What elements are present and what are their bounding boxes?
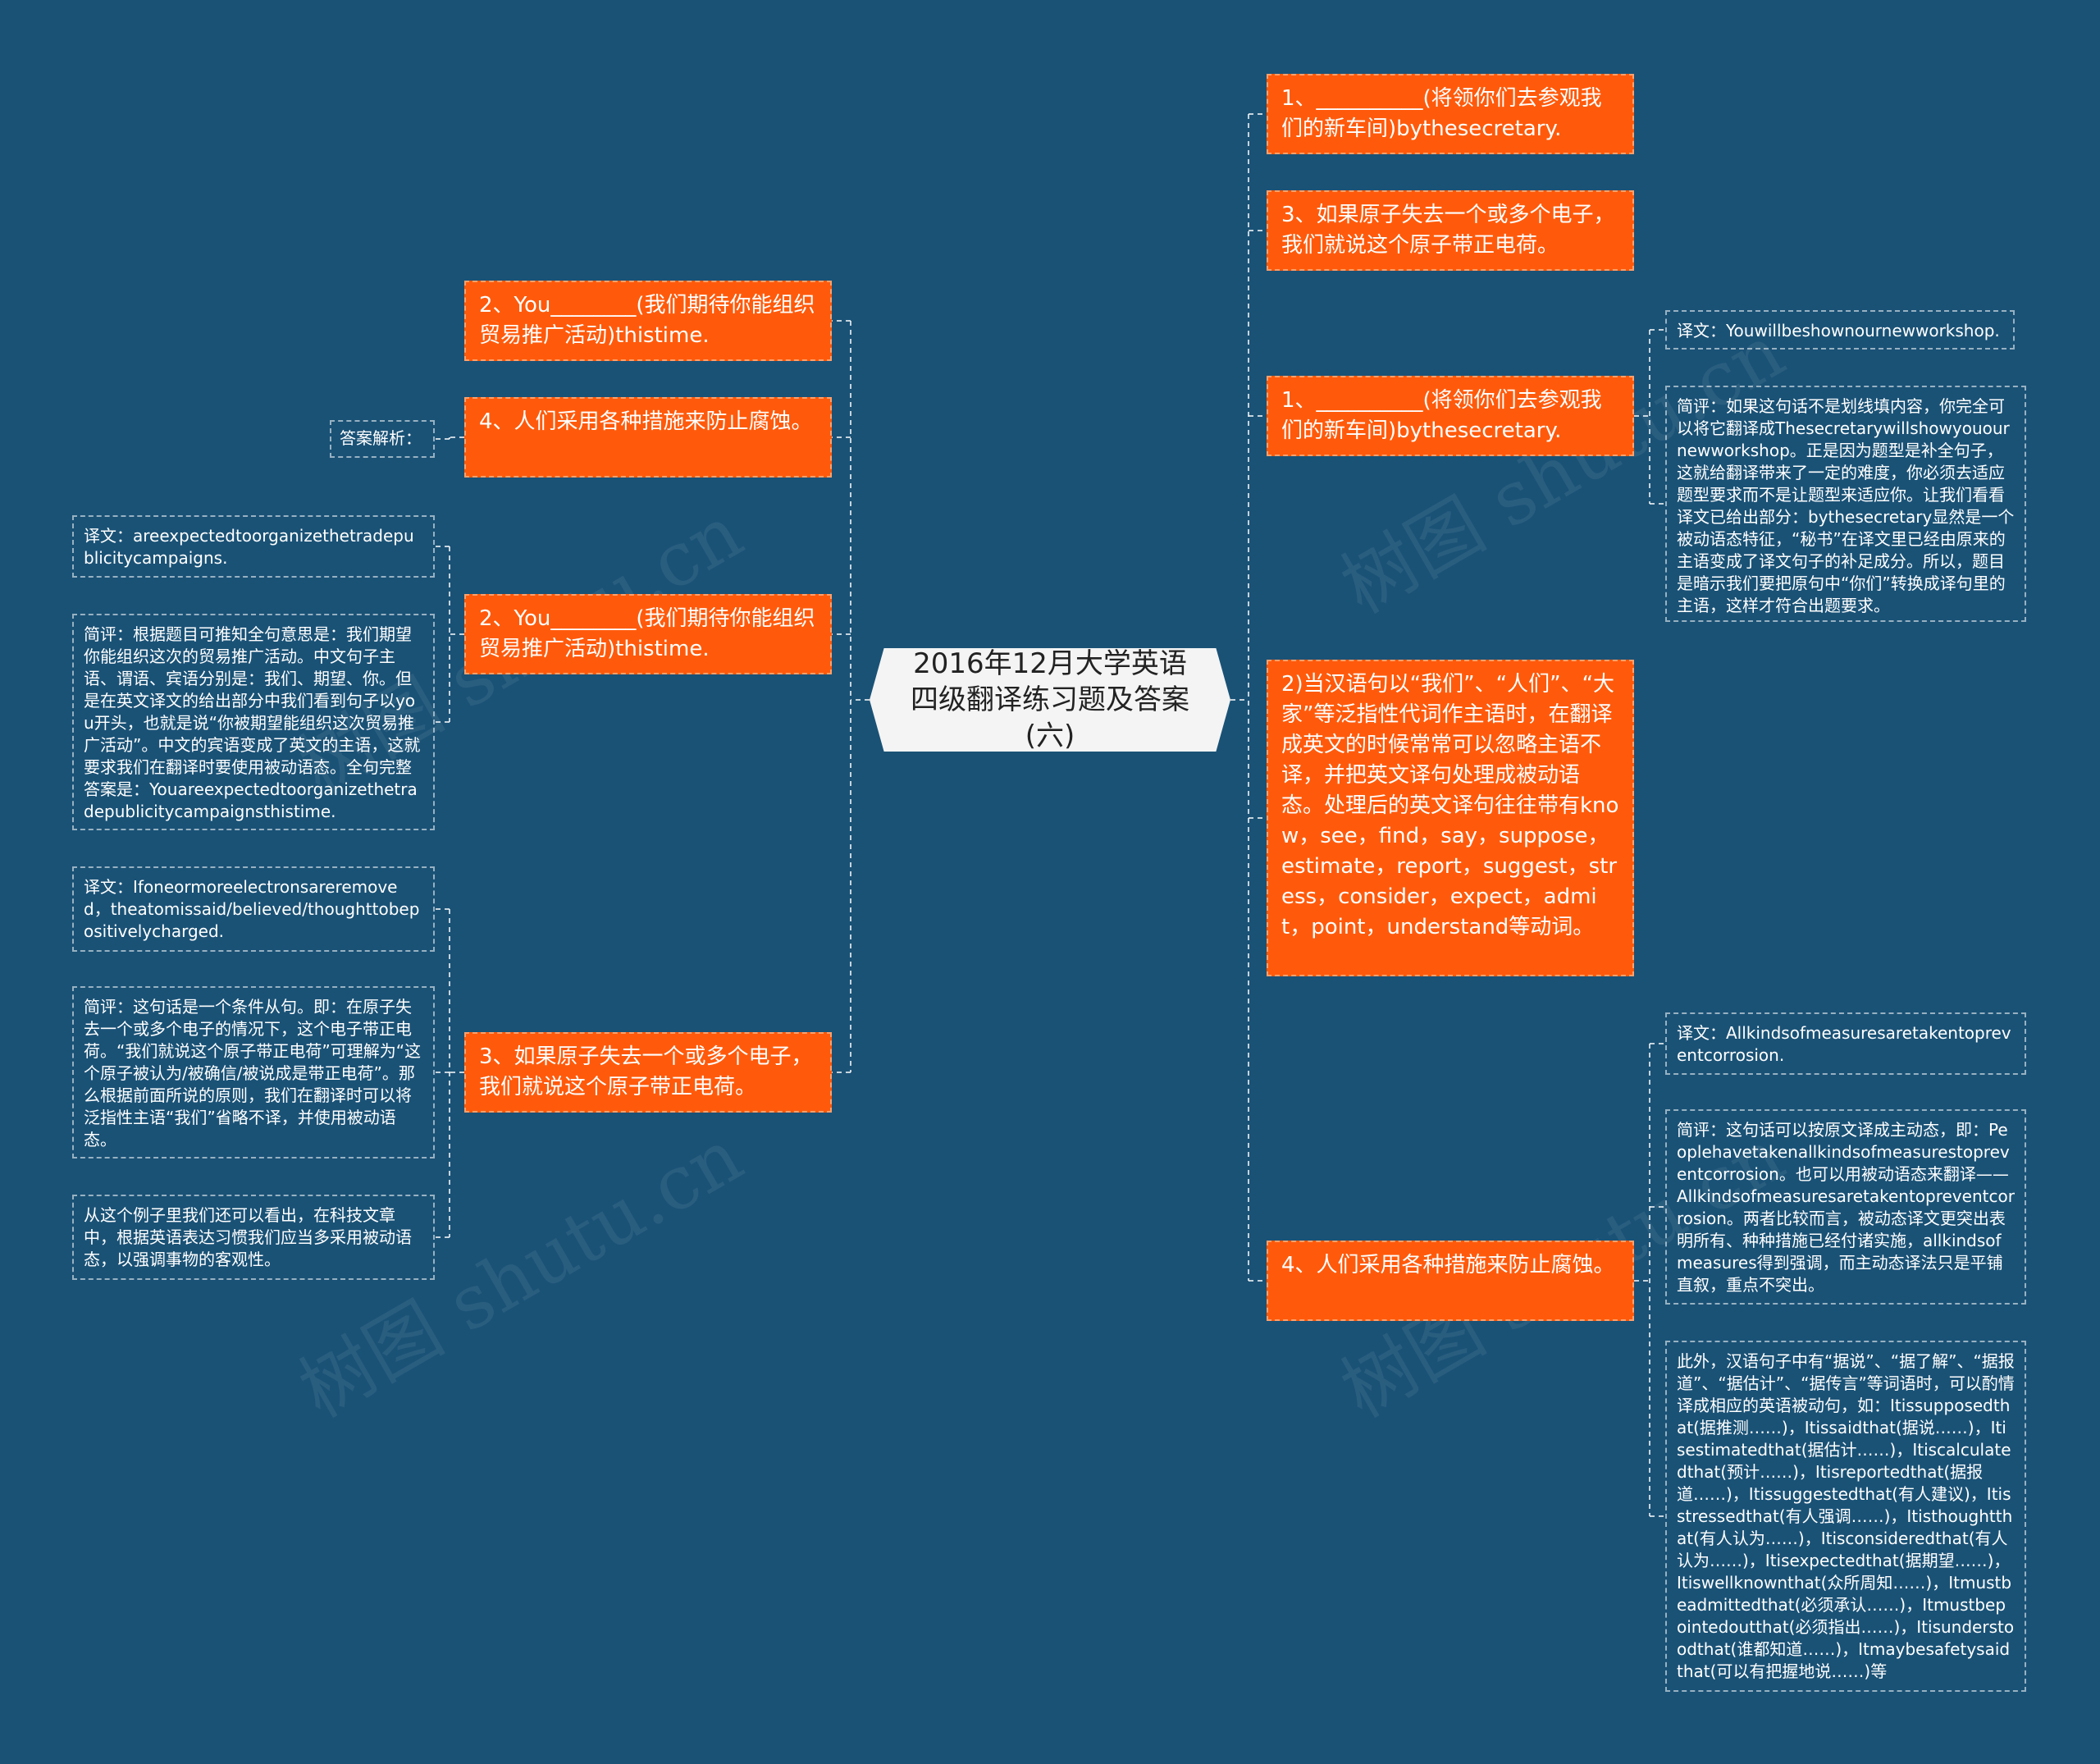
answer-analysis-label: 答案解析： (330, 420, 435, 458)
branch-node-workshop[interactable]: 1、__________(将领你们去参观我们的新车间)bythesecretar… (1267, 74, 1634, 154)
commentary-note: 简评：这句话可以按原文译成主动态，即：Peoplehavetakenallkin… (1665, 1109, 2026, 1305)
branch-node-atom-charge[interactable]: 3、如果原子失去一个或多个电子，我们就说这个原子带正电荷。 (1267, 190, 1634, 271)
supplement-note: 从这个例子里我们还可以看出，在科技文章中，根据英语表达习惯我们应当多采用被动语态… (72, 1195, 435, 1280)
branch-node-corrosion[interactable]: 4、人们采用各种措施来防止腐蚀。 (1267, 1241, 1634, 1321)
branch-node-you-organize[interactable]: 2、You________(我们期待你能组织贸易推广活动)thistime. (464, 281, 832, 361)
translation-note: 译文：Ifoneormoreelectronsareremoved，theato… (72, 866, 435, 952)
translation-note: 译文：Allkindsofmeasuresaretakentopreventco… (1665, 1012, 2026, 1075)
translation-note: 译文：areexpectedtoorganizethetradepublicit… (72, 515, 435, 578)
commentary-note: 简评：这句话是一个条件从句。即：在原子失去一个或多个电子的情况下，这个电子带正电… (72, 986, 435, 1158)
branch-node-general-subject-rule[interactable]: 2)当汉语句以“我们”、“人们”、“大家”等泛指性代词作主语时，在翻译成英文的时… (1267, 660, 1634, 976)
branch-node-corrosion[interactable]: 4、人们采用各种措施来防止腐蚀。 (464, 397, 832, 478)
branch-node-you-organize-2[interactable]: 2、You________(我们期待你能组织贸易推广活动)thistime. (464, 594, 832, 674)
commentary-note: 简评：如果这句话不是划线填内容，你完全可以将它翻译成Thesecretarywi… (1665, 386, 2026, 622)
branch-node-workshop-2[interactable]: 1、__________(将领你们去参观我们的新车间)bythesecretar… (1267, 376, 1634, 456)
commentary-note: 简评：根据题目可推知全句意思是：我们期望你能组织这次的贸易推广活动。中文句子主语… (72, 614, 435, 830)
central-topic[interactable]: 2016年12月大学英语四级翻译练习题及答案(六) (870, 648, 1230, 752)
branch-node-atom-charge[interactable]: 3、如果原子失去一个或多个电子，我们就说这个原子带正电荷。 (464, 1032, 832, 1113)
supplement-note: 此外，汉语句子中有“据说”、“据了解”、“据报道”、“据估计”、“据传言”等词语… (1665, 1341, 2026, 1692)
translation-note: 译文：Youwillbeshownournewworkshop. (1665, 310, 2015, 350)
